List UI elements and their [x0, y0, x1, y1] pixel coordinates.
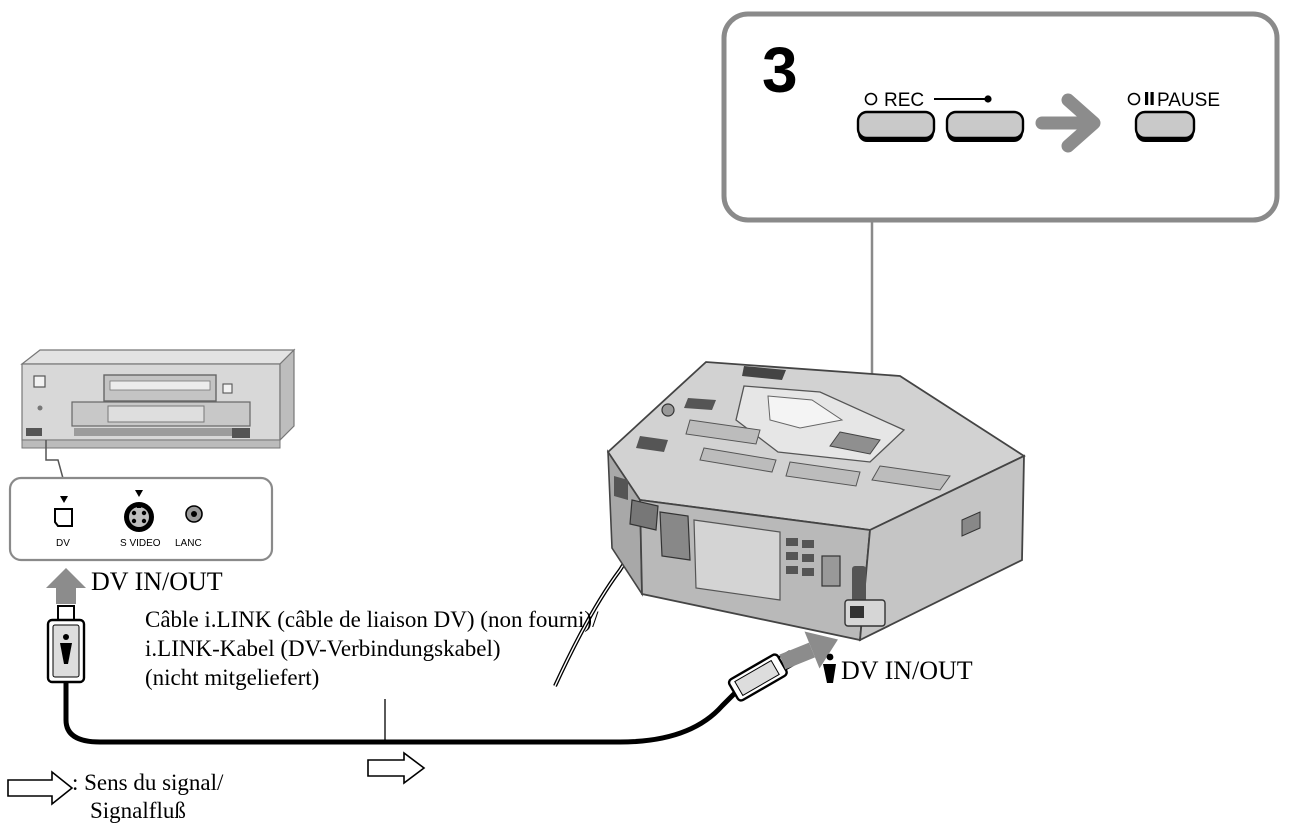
legend-line2: Signalfluß	[90, 798, 186, 823]
legend-line1: : Sens du signal/	[72, 770, 224, 795]
vcr-dv-in-out-label: DV IN/OUT	[91, 567, 223, 596]
dv-recorder	[606, 361, 1026, 642]
rec-link-dot	[984, 95, 992, 103]
port-panel: DV S VIDEO LANC	[8, 476, 274, 562]
port-panel-pointer	[45, 440, 65, 483]
dv-port-label: DV	[56, 538, 70, 549]
signal-arrow-icon	[367, 751, 426, 785]
lanc-port-label: LANC	[175, 538, 202, 549]
ilink-icon	[823, 653, 836, 683]
legend: : Sens du signal/ Signalfluß	[7, 770, 224, 823]
arrow-right-icon	[1035, 93, 1101, 153]
recorder-dv-in-out-label: DV IN/OUT	[841, 656, 973, 685]
rec-indicator-light	[864, 92, 878, 106]
rec-button-right[interactable]	[945, 110, 1025, 142]
vcr-deck	[20, 348, 296, 449]
step-callout: 3 REC PAUSE	[721, 11, 1280, 223]
ilink-icon	[60, 634, 72, 664]
step-number: 3	[762, 34, 798, 106]
cable-label-line1: Câble i.LINK (câble de liaison DV) (non …	[145, 607, 599, 632]
rec-button-left[interactable]	[856, 110, 936, 142]
pause-button[interactable]	[1134, 110, 1196, 142]
signal-arrow-icon	[7, 770, 74, 806]
s-video-port-label: S VIDEO	[120, 538, 161, 549]
pause-label: PAUSE	[1157, 90, 1220, 111]
pause-icon	[1145, 92, 1154, 105]
rec-label: REC	[884, 90, 924, 111]
lanc-port-icon[interactable]	[185, 505, 203, 523]
s-video-port-icon[interactable]	[124, 502, 154, 532]
dv-port-icon[interactable]	[54, 508, 73, 527]
pause-indicator-light	[1127, 92, 1141, 106]
cable-label-line2: i.LINK-Kabel (DV-Verbindungskabel)	[145, 636, 501, 661]
cable-label-line3: (nicht mitgeliefert)	[145, 665, 319, 690]
left-cable-plug	[46, 605, 86, 684]
ilink-cable	[63, 679, 745, 745]
signal-arrow-to-recorder	[779, 631, 838, 670]
signal-up-arrow	[46, 568, 86, 604]
